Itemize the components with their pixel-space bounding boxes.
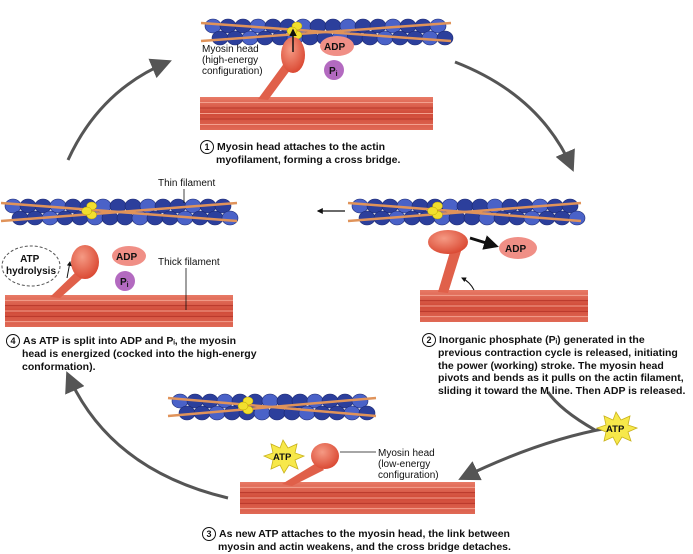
actin-bead xyxy=(56,210,74,226)
thin-filament-3 xyxy=(167,393,377,421)
actin-bead xyxy=(568,210,586,226)
step-2-number: 2 xyxy=(422,333,436,347)
thick-lines-2 xyxy=(420,294,588,318)
adp-label-4: ADP xyxy=(116,252,137,263)
step-4-number: 4 xyxy=(6,334,20,348)
panel-step-4: Thin filament Thick filament ADP Pi ATP … xyxy=(0,178,239,327)
adp-label-2: ADP xyxy=(505,244,526,255)
troponin xyxy=(81,206,92,216)
panel-step-1: ADP Pi Myosin head (high-energy configur… xyxy=(200,18,454,130)
atp-burst-3 xyxy=(262,439,306,474)
tropomyosin-strand xyxy=(200,21,452,43)
myosin-head-low-label: Myosin head (low-energy configuration) xyxy=(378,448,439,481)
panel-step-2: ADP xyxy=(316,198,588,322)
actin-bead xyxy=(361,30,379,46)
myosin-head-2 xyxy=(428,230,468,254)
thick-lines-3 xyxy=(240,486,475,510)
cycle-arrow-top-left xyxy=(66,58,172,161)
actin-bead xyxy=(223,405,241,421)
atp-hydrolysis-bubble xyxy=(1,245,61,287)
troponin xyxy=(286,26,298,36)
thin-filament-1 xyxy=(200,18,454,46)
atp-burst-input xyxy=(595,411,639,446)
step-3-number: 3 xyxy=(202,527,216,541)
troponin xyxy=(427,206,438,216)
adp-blob-4 xyxy=(112,246,146,266)
actin-bead xyxy=(161,210,179,226)
myosin-neck-3 xyxy=(282,462,324,486)
cock-arrow-4 xyxy=(66,261,72,279)
adp-blob-2 xyxy=(499,237,537,259)
myosin-head-4 xyxy=(71,245,99,279)
tropomyosin-strand xyxy=(167,396,377,418)
actin-bead xyxy=(376,30,394,46)
cycle-arrow-bottom-left xyxy=(65,371,229,500)
atp-label-input: ATP xyxy=(606,424,625,435)
pi-blob-4 xyxy=(115,271,135,291)
tropomyosin-strand xyxy=(347,201,582,223)
step-1-number: 1 xyxy=(200,140,214,154)
atp-input-arrow xyxy=(546,391,596,432)
thick-filament-label: Thick filament xyxy=(158,257,220,268)
actin-bead xyxy=(358,405,376,421)
panel-step-3: ATP Myosin head (low-energy configuratio… xyxy=(167,393,639,514)
adp-label-1: ADP xyxy=(324,42,345,53)
thin-filament-label: Thin filament xyxy=(158,178,215,189)
troponin xyxy=(237,401,249,411)
cycle-arrow-bottom-right xyxy=(458,426,609,481)
actin-bead xyxy=(298,405,316,421)
thick-lines-1 xyxy=(200,102,433,125)
actin-bead xyxy=(436,30,454,46)
myosin-head-high-label: Myosin head (high-energy configuration) xyxy=(202,44,263,77)
cycle-arrow-top-right xyxy=(454,60,575,172)
actin-bead xyxy=(403,210,421,226)
tropomyosin-strand xyxy=(0,201,238,223)
actin-bead xyxy=(508,210,526,226)
thin-filament-2 xyxy=(347,198,586,226)
adp-release-arrow xyxy=(469,235,499,250)
thick-lines-4 xyxy=(5,299,233,323)
atp-label-3: ATP xyxy=(273,452,292,463)
pi-label-4: Pi xyxy=(120,277,129,289)
actin-bead xyxy=(221,210,239,226)
atp-hydrolysis-label: ATP hydrolysis xyxy=(6,254,56,277)
pi-blob-1 xyxy=(324,60,344,80)
pi-label-1: Pi xyxy=(329,66,338,78)
myosin-head-3 xyxy=(311,443,339,469)
pivot-arrow-2 xyxy=(461,277,475,291)
actin-bead xyxy=(493,210,511,226)
myosin-neck-2 xyxy=(438,245,462,293)
thin-filament-4 xyxy=(0,198,239,226)
adp-blob-1 xyxy=(320,36,354,56)
myosin-head-1 xyxy=(281,37,305,73)
actin-bead xyxy=(214,198,232,214)
